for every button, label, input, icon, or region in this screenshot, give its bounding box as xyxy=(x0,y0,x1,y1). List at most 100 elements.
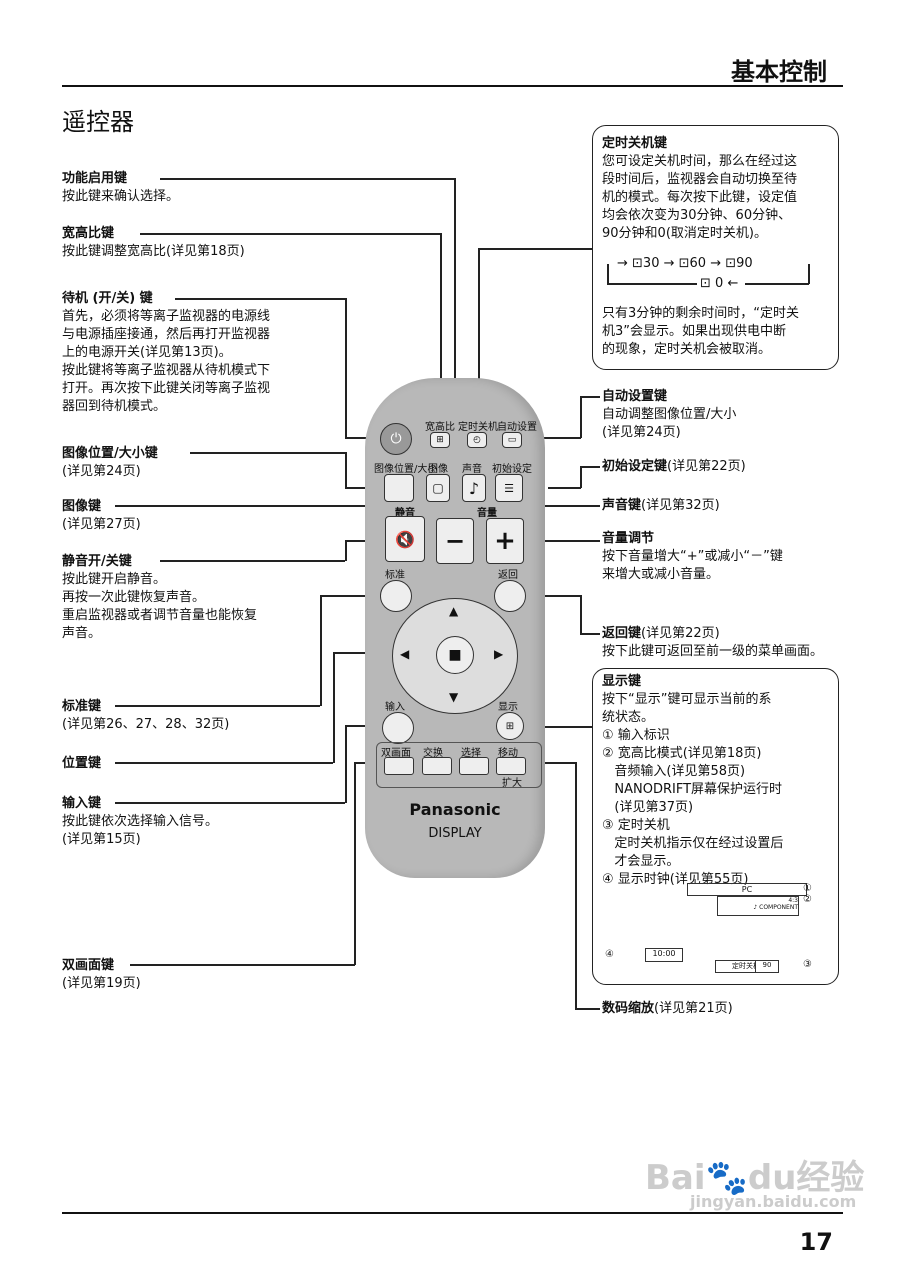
norm-label: 标准 xyxy=(385,570,405,581)
leader-line xyxy=(542,540,600,542)
volume-down-button[interactable]: − xyxy=(436,518,474,564)
arrow-left-icon[interactable]: ◀ xyxy=(400,647,410,661)
initial-setup-button[interactable]: ☰ xyxy=(495,474,523,502)
leader-line xyxy=(333,652,393,654)
auto-label: 自动设置 xyxy=(497,422,537,433)
leader-line xyxy=(575,762,577,1009)
timer-icon: ◴ xyxy=(473,435,481,445)
marker-3: ③ xyxy=(803,959,812,970)
sound-label: 声音 xyxy=(462,464,482,475)
marker-2: ② xyxy=(803,894,812,905)
page-title: 遥控器 xyxy=(62,108,134,136)
mute-icon: 🔇 xyxy=(395,529,415,549)
volume-up-button[interactable]: + xyxy=(486,518,524,564)
section-header: 基本控制 xyxy=(731,58,827,86)
paw-icon: 🐾 xyxy=(705,1158,748,1198)
timer-label: 定时关机 xyxy=(458,422,498,433)
timer-cycle-diagram: → ⊡30 → ⊡60 → ⊡90 ⊡ 0 ← xyxy=(605,252,820,296)
label-normal-key: 标准键(详见第26、27、28、32页) xyxy=(62,699,230,732)
dual-label: 双画面 xyxy=(381,748,411,759)
cycle-60: 60 xyxy=(689,256,707,271)
label-aspect-key: 宽高比键按此键调整宽高比(详见第18页) xyxy=(62,226,245,259)
plus-icon: + xyxy=(494,526,516,556)
display-screen-illustration: PC ① 4:3♪ COMPONENT ② ④ 10:00 定时关机 90 ③ xyxy=(605,880,815,975)
mute-button[interactable]: 🔇 xyxy=(385,516,425,562)
aspect-icon: ⊞ xyxy=(436,435,444,445)
leader-line xyxy=(333,652,335,763)
standby-button[interactable]: ⏻ xyxy=(380,423,412,455)
leader-line xyxy=(478,248,593,250)
select-button[interactable] xyxy=(459,757,489,775)
screen-aspect: 4:3♪ COMPONENT xyxy=(717,896,799,916)
leader-line xyxy=(345,725,347,803)
ok-button[interactable]: ■ xyxy=(436,636,474,674)
display-icon: ⊞ xyxy=(505,720,515,732)
picture-button[interactable]: ▢ xyxy=(426,474,450,502)
screen-timer-value: 90 xyxy=(755,960,779,973)
timer-info-text: 定时关机键 您可设定关机时间，那么在经过这段时间后，监视器会自动切换至待机的模式… xyxy=(602,136,798,241)
display-text: DISPLAY xyxy=(428,826,482,841)
leader-line xyxy=(518,726,593,728)
sel-label: 选择 xyxy=(461,748,481,759)
dual-picture-button[interactable] xyxy=(384,757,414,775)
aspect-button[interactable]: ⊞ xyxy=(430,432,450,448)
arrow-down-icon[interactable]: ▼ xyxy=(449,690,459,704)
leader-line xyxy=(160,560,345,562)
swap-button[interactable] xyxy=(422,757,452,775)
picture-icon: ▢ xyxy=(432,481,444,495)
init-label: 初始设定 xyxy=(492,464,532,475)
leader-line xyxy=(115,762,333,764)
cycle-90: 90 xyxy=(736,256,753,271)
leader-line xyxy=(522,595,581,597)
leader-line xyxy=(580,466,582,488)
display-info-box xyxy=(592,668,839,985)
leader-line xyxy=(140,233,440,235)
ret-label: 返回 xyxy=(498,570,518,581)
timer-note: 只有3分钟的剩余时间时，“定时关机3”会显示。如果出现供电中断的现象，定时关机会… xyxy=(602,306,800,357)
off-timer-button[interactable]: ◴ xyxy=(467,432,487,448)
arrow-up-icon[interactable]: ▲ xyxy=(449,604,459,618)
auto-setup-button[interactable]: ▭ xyxy=(502,432,522,448)
aspect-label: 宽高比 xyxy=(425,422,455,433)
label-sound-key: 声音键(详见第32页) xyxy=(602,498,720,513)
display-button[interactable]: ⊞ xyxy=(496,712,524,740)
leader-line xyxy=(575,1008,600,1010)
power-icon: ⏻ xyxy=(390,431,402,447)
leader-line xyxy=(540,762,576,764)
brand-logo: Panasonic xyxy=(409,800,501,819)
leader-line xyxy=(580,466,600,468)
label-position-size-key: 图像位置/大小键(详见第24页) xyxy=(62,446,158,479)
leader-line xyxy=(580,396,600,398)
page-number: 17 xyxy=(799,1228,833,1256)
leader-line xyxy=(115,705,320,707)
input-button[interactable] xyxy=(382,712,414,744)
label-dual-picture-key: 双画面键(详见第19页) xyxy=(62,958,141,991)
display-info-text: 显示键 按下“显示”键可显示当前的系统状态。① 输入标识 ② 宽高比模式(详见第… xyxy=(602,674,784,887)
label-initial-setup-key: 初始设定键(详见第22页) xyxy=(602,459,746,474)
mute-label: 静音 xyxy=(395,508,415,519)
cycle-0: 0 xyxy=(715,276,724,291)
leader-line xyxy=(130,964,355,966)
label-volume: 音量调节按下音量增大“+”或减小“－”键来增大或减小音量。 xyxy=(602,531,783,582)
leader-line xyxy=(354,762,356,965)
input-label: 输入 xyxy=(385,702,405,713)
position-size-button[interactable] xyxy=(384,474,414,502)
arrow-right-icon[interactable]: ▶ xyxy=(494,647,504,661)
label-digital-zoom: 数码缩放(详见第21页) xyxy=(602,1001,733,1016)
label-input-key: 输入键按此键依次选择输入信号。(详见第15页) xyxy=(62,796,219,847)
sound-button[interactable]: ♪ xyxy=(462,474,486,502)
watermark-url: jingyan.baidu.com xyxy=(690,1192,857,1211)
marker-1: ① xyxy=(803,883,812,894)
leader-line xyxy=(522,437,581,439)
leader-line xyxy=(440,233,442,428)
normal-button[interactable] xyxy=(380,580,412,612)
leader-line xyxy=(320,595,380,597)
move-button[interactable] xyxy=(496,757,526,775)
leader-line xyxy=(175,298,345,300)
return-button[interactable] xyxy=(494,580,526,612)
disp-label: 显示 xyxy=(498,702,518,713)
leader-line xyxy=(345,298,347,438)
leader-line xyxy=(345,452,347,488)
swap-label: 交换 xyxy=(423,748,443,759)
leader-line xyxy=(115,505,425,507)
